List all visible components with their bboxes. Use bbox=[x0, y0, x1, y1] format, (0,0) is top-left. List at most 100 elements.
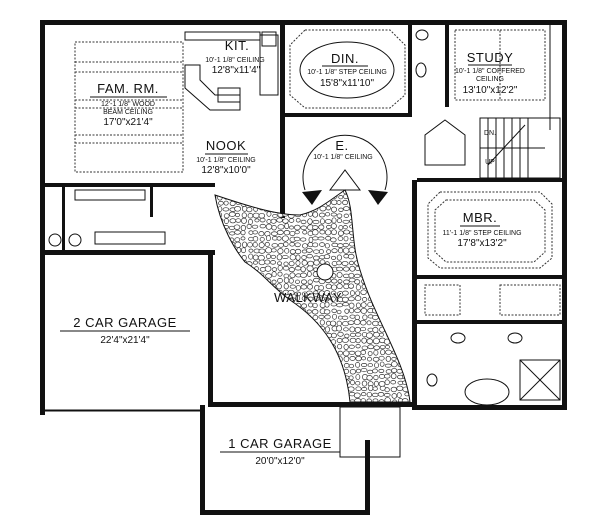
stone bbox=[239, 320, 247, 325]
stone bbox=[236, 313, 242, 320]
stone bbox=[299, 349, 307, 356]
entry-rotunda bbox=[302, 134, 388, 191]
stone bbox=[242, 272, 248, 277]
stone bbox=[300, 225, 307, 231]
stone bbox=[397, 248, 404, 254]
stone bbox=[218, 385, 224, 392]
room-entry: E. 10'-1 1/8" CEILING bbox=[313, 138, 372, 161]
stone bbox=[380, 247, 386, 253]
stone bbox=[324, 243, 330, 249]
stone bbox=[318, 194, 324, 201]
stone bbox=[283, 273, 290, 279]
stone bbox=[318, 212, 326, 218]
stone bbox=[240, 277, 248, 284]
stone bbox=[306, 349, 314, 356]
stone bbox=[360, 319, 367, 326]
fam-rm-size: 17'0"x21'4" bbox=[103, 117, 153, 128]
stone bbox=[270, 379, 277, 385]
stone bbox=[241, 247, 246, 254]
stone bbox=[398, 308, 404, 313]
stone bbox=[252, 212, 260, 219]
stone bbox=[361, 387, 368, 392]
stone bbox=[228, 326, 235, 332]
stone bbox=[308, 392, 314, 399]
stone bbox=[403, 321, 409, 326]
stone bbox=[359, 249, 367, 254]
stone bbox=[372, 218, 379, 223]
stone bbox=[264, 337, 272, 343]
stone bbox=[289, 368, 296, 374]
stone bbox=[397, 349, 403, 356]
stone bbox=[271, 190, 277, 194]
stone bbox=[372, 326, 379, 334]
stone bbox=[282, 356, 290, 362]
stone bbox=[342, 302, 349, 307]
stone bbox=[242, 393, 247, 399]
stone bbox=[265, 223, 273, 230]
stone bbox=[373, 374, 379, 381]
stone bbox=[246, 302, 253, 309]
stone bbox=[401, 248, 409, 253]
stone bbox=[318, 374, 325, 380]
stone bbox=[294, 374, 302, 380]
stone bbox=[287, 212, 295, 219]
stone bbox=[349, 190, 355, 195]
stone bbox=[248, 326, 254, 333]
stone bbox=[223, 385, 230, 392]
stone bbox=[241, 291, 248, 297]
stone bbox=[229, 231, 236, 236]
stone bbox=[282, 398, 289, 402]
stone bbox=[380, 237, 386, 242]
stone bbox=[278, 242, 284, 248]
stone bbox=[283, 283, 289, 290]
stone bbox=[347, 320, 355, 325]
stone bbox=[235, 296, 243, 301]
stone bbox=[390, 260, 396, 267]
stone bbox=[348, 344, 355, 349]
stone bbox=[390, 230, 398, 236]
stone bbox=[330, 302, 337, 307]
stone bbox=[402, 333, 410, 339]
stone bbox=[343, 206, 350, 211]
stone bbox=[378, 295, 386, 302]
stone bbox=[353, 392, 361, 399]
stone bbox=[288, 278, 294, 284]
stone bbox=[258, 195, 266, 201]
stone bbox=[234, 230, 241, 235]
stone bbox=[277, 379, 285, 385]
stone bbox=[383, 207, 391, 212]
stone bbox=[337, 343, 343, 350]
room-nook: NOOK 10'-1 1/8" CEILING 12'8"x10'0" bbox=[196, 138, 255, 176]
stone bbox=[259, 387, 266, 393]
stone bbox=[354, 199, 360, 205]
stone bbox=[228, 339, 235, 344]
stone bbox=[373, 345, 380, 351]
stone bbox=[356, 205, 362, 211]
stone bbox=[258, 319, 265, 326]
stone bbox=[338, 225, 344, 231]
stone bbox=[347, 253, 355, 260]
stone bbox=[396, 236, 404, 242]
stone bbox=[234, 320, 240, 327]
stone bbox=[264, 241, 270, 247]
stone bbox=[241, 379, 248, 385]
stone bbox=[367, 236, 373, 242]
stone bbox=[343, 393, 349, 398]
stone bbox=[367, 248, 373, 254]
stone bbox=[396, 392, 402, 398]
stone bbox=[331, 386, 339, 392]
stone bbox=[223, 190, 229, 194]
stone bbox=[289, 205, 295, 211]
stone bbox=[223, 200, 229, 206]
stone bbox=[229, 356, 236, 363]
stone bbox=[374, 230, 379, 237]
stone bbox=[360, 200, 366, 206]
stone bbox=[259, 343, 265, 349]
stone bbox=[336, 254, 343, 261]
stone bbox=[300, 266, 306, 273]
stone bbox=[300, 219, 307, 225]
stone bbox=[307, 260, 314, 267]
stone bbox=[245, 273, 253, 279]
stone bbox=[306, 319, 312, 326]
stone bbox=[301, 332, 307, 338]
